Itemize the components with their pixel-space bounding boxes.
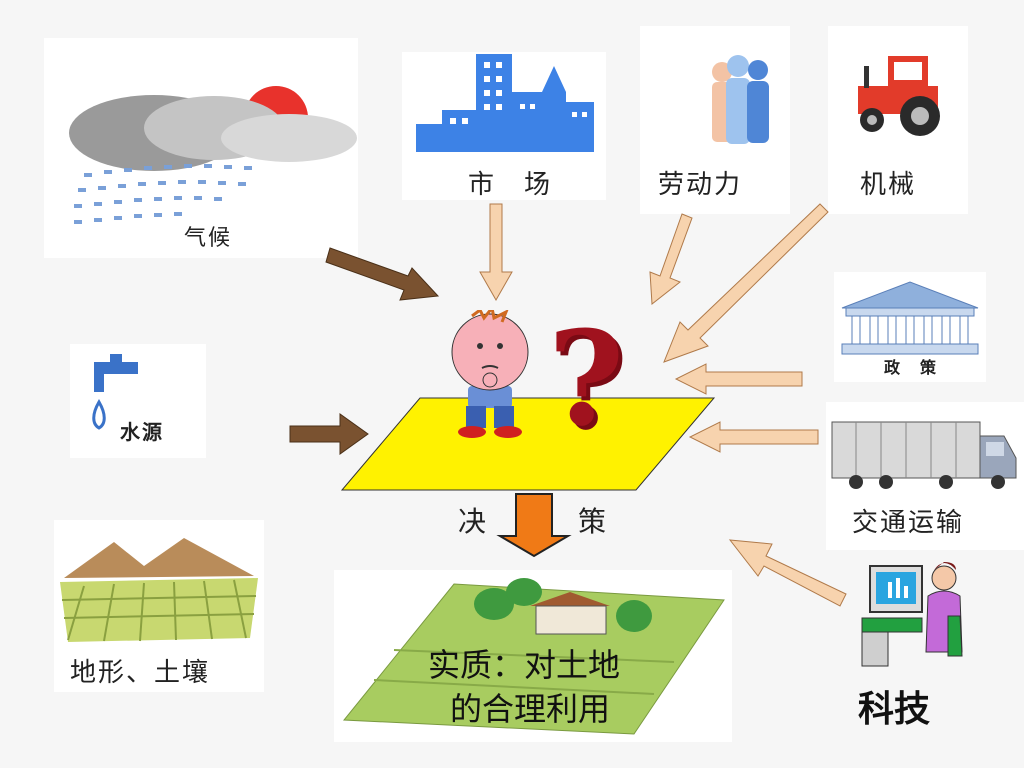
machinery-label: 机械 <box>860 170 917 200</box>
farmland-house-icon <box>342 578 725 735</box>
city-buildings-icon <box>416 54 594 152</box>
labor-label: 劳动力 <box>658 170 743 200</box>
government-building-icon <box>841 281 979 355</box>
technology-label: 科技 <box>858 688 931 730</box>
question-mark-icon: ? ? <box>548 318 628 438</box>
svg-text:?: ? <box>548 318 624 438</box>
decision-label-left: 决 <box>458 505 489 538</box>
terrain-label: 地形、土壤 <box>70 658 211 688</box>
transport-label: 交通运输 <box>852 508 965 538</box>
market-label: 市 场 <box>468 170 553 200</box>
fields-icon <box>60 538 258 642</box>
water-label: 水源 <box>120 420 164 444</box>
labor-card: 劳动力 <box>640 26 790 214</box>
result-card: 实质：对土地 的合理利用 <box>334 570 732 742</box>
computer-user-icon <box>861 562 963 667</box>
tractor-icon <box>858 56 940 136</box>
market-card: 市 场 <box>402 52 606 200</box>
truck-icon <box>831 421 1017 489</box>
climate-card: 气候 <box>44 38 358 258</box>
transport-card: 交通运输 <box>826 402 1024 550</box>
climate-label: 气候 <box>184 226 233 251</box>
machinery-card: 机械 <box>828 26 968 214</box>
policy-label: 政 策 <box>884 358 939 377</box>
thinking-boy-icon <box>451 310 529 438</box>
terrain-card: 地形、土壤 <box>54 520 264 692</box>
water-tap-icon <box>92 354 138 430</box>
essence-line2: 的合理利用 <box>450 690 611 728</box>
svg-text:?: ? <box>552 318 628 438</box>
policy-card: 政 策 <box>834 272 986 382</box>
cloud-sun-rain-icon <box>69 86 357 224</box>
decision-label-right: 策 <box>578 505 609 538</box>
workers-icon <box>712 55 769 144</box>
water-card: 水源 <box>70 344 206 458</box>
technology-figure <box>852 556 972 676</box>
essence-line1: 实质：对土地 <box>428 646 621 684</box>
